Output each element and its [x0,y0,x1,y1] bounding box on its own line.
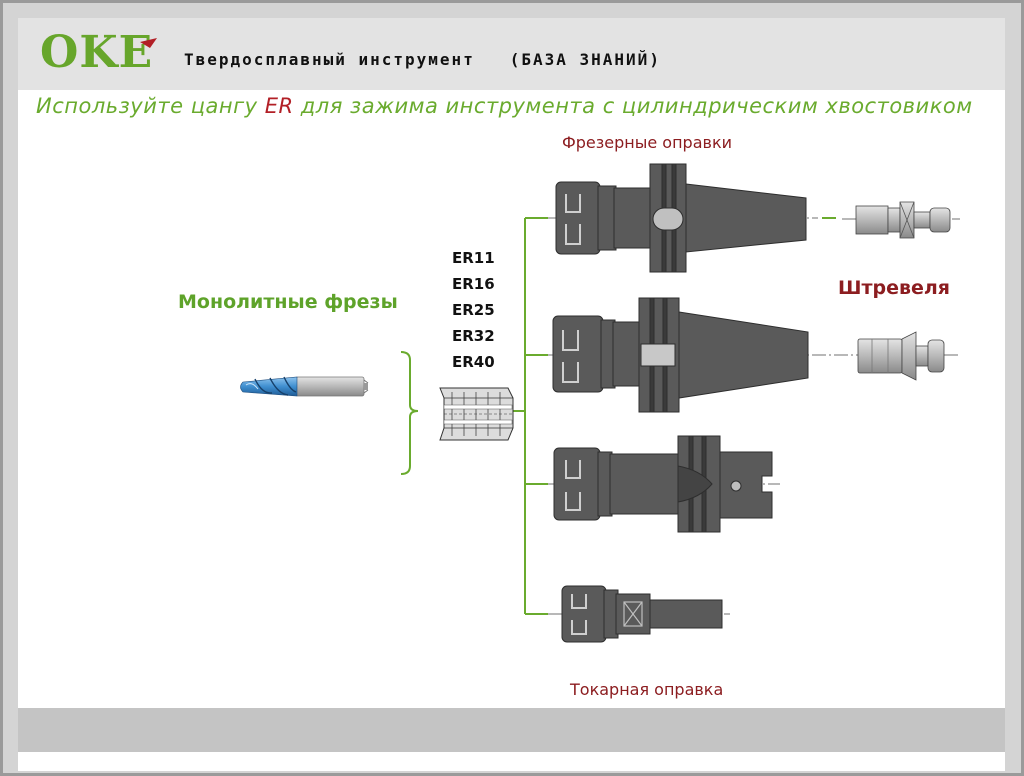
pull-stud-icon [855,201,951,239]
page-title: Твердосплавный инструмент (БАЗА ЗНАНИЙ) [184,50,661,69]
er-collet-icon [439,387,514,441]
pull-studs-label: Штревеля [838,277,950,299]
subtitle-after: для зажима инструмента с цилиндрическим … [293,94,973,118]
logo-text: OKE [40,27,154,78]
connector-lines [400,217,548,615]
collet-size-er16: ER16 [452,275,495,293]
subtitle: Используйте цангу ER для зажима инструме… [36,94,973,118]
oke-logo: OKE [40,28,153,78]
center-lines [548,217,960,615]
collet-size-er32: ER32 [452,327,495,345]
turning-holder-icon [561,585,723,643]
cylindrical-holder-icon [553,435,773,533]
collet-size-er11: ER11 [452,249,495,267]
pull-stud-icon-2 [857,331,945,381]
turning-holder-label: Токарная оправка [570,680,724,699]
collet-size-er25: ER25 [452,301,495,319]
bt-holder-icon [555,163,807,273]
end-mill-icon [240,376,369,397]
subtitle-before: Используйте цангу [36,94,265,118]
milling-holders-label: Фрезерные оправки [562,133,733,152]
subtitle-highlight: ER [264,94,294,118]
collet-size-er40: ER40 [452,353,495,371]
hsk-holder-icon [552,297,809,413]
header-band [18,18,1005,90]
footer-band [18,708,1005,752]
solid-end-mills-label: Монолитные фрезы [178,291,398,313]
